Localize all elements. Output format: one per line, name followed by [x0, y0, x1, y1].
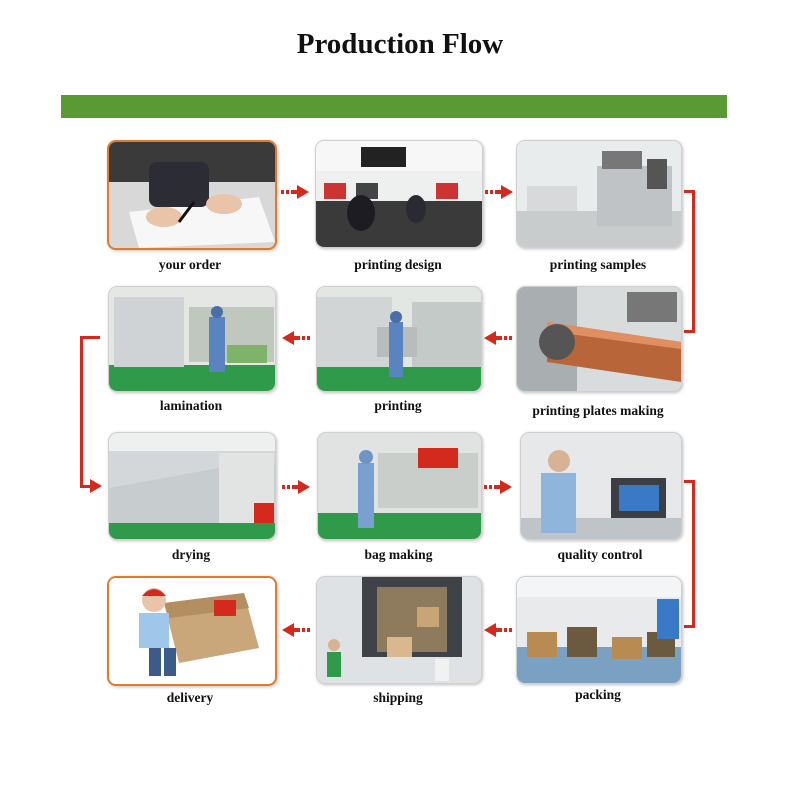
step-shipping-photo	[316, 576, 482, 684]
step-drying-label: drying	[171, 547, 211, 562]
green-header-bar	[61, 95, 727, 118]
arrow-left-icon	[484, 622, 514, 638]
step-quality-control-label: quality control	[557, 547, 643, 562]
arrow-left-icon	[282, 622, 312, 638]
step-packing-label: packing	[575, 687, 621, 702]
step-quality-control-photo	[520, 432, 682, 540]
step-printing-design-photo	[315, 140, 483, 248]
step-shipping-label: shipping	[373, 690, 423, 705]
step-drying-photo	[108, 432, 276, 540]
arrow-down-turn-icon	[76, 336, 106, 496]
step-printing-photo	[316, 286, 482, 392]
step-printing-design-label: printing design	[354, 257, 442, 272]
step-printing-label: printing	[374, 398, 422, 413]
page-title: Production Flow	[296, 28, 504, 60]
arrow-left-icon	[282, 330, 312, 346]
step-delivery-label: delivery	[166, 690, 214, 705]
arrow-right-icon	[282, 479, 312, 495]
step-printing-plates-making-photo	[516, 286, 682, 392]
step-your-order-label: your order	[158, 257, 222, 272]
arrow-right-icon	[484, 479, 514, 495]
arrow-right-icon	[281, 184, 311, 200]
step-delivery-photo	[107, 576, 277, 686]
step-your-order-photo	[107, 140, 277, 250]
arrow-left-icon	[484, 330, 514, 346]
step-printing-plates-making-label: printing plates making	[532, 403, 664, 418]
arrow-down-turn-icon	[682, 480, 712, 636]
step-lamination-photo	[108, 286, 276, 392]
arrow-right-icon	[485, 184, 515, 200]
arrow-down-turn-icon	[682, 190, 712, 342]
step-printing-samples-label: printing samples	[549, 257, 647, 272]
step-packing-photo	[516, 576, 682, 684]
step-lamination-label: lamination	[159, 398, 223, 413]
step-bag-making-photo	[317, 432, 482, 540]
step-bag-making-label: bag making	[364, 547, 433, 562]
step-printing-samples-photo	[516, 140, 682, 248]
